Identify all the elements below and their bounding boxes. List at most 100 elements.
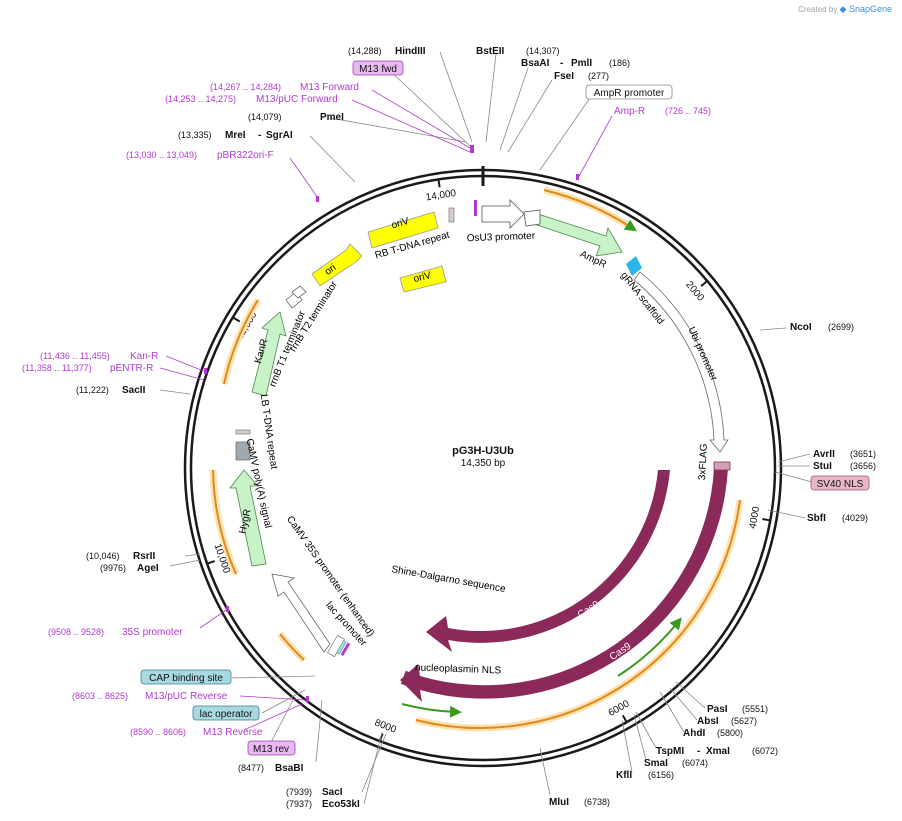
m13-rev-box[interactable]: [247, 740, 296, 756]
leader-eco53ki: [363, 731, 383, 805]
primer-amp-r[interactable]: Amp-R: [614, 106, 645, 117]
leader-pasi: [675, 681, 706, 709]
m13-fwd-box[interactable]: [352, 60, 404, 76]
enzyme-bsabi[interactable]: BsaBI: [275, 763, 304, 774]
enzyme-tspmi[interactable]: TspMI: [656, 746, 684, 757]
feature-camv35s-promoter: CaMV 35S promoter (enhanced): [284, 514, 376, 639]
enzyme-pos-sbfi: (4029): [842, 513, 868, 523]
created-by-text: Created by: [798, 5, 838, 14]
enzyme-bsaai[interactable]: BsaAI: [521, 58, 550, 69]
enzyme-separator-2: -: [258, 130, 261, 141]
enzyme-pos-fsei: (277): [588, 71, 609, 81]
primer-kan-r[interactable]: Kan-R: [130, 351, 158, 362]
feature-ori: ori: [323, 262, 338, 277]
enzyme-sbfi[interactable]: SbfI: [807, 513, 826, 524]
primer-m13-forward[interactable]: M13 Forward: [300, 82, 359, 93]
primer-35s[interactable]: 35S promoter: [122, 627, 183, 638]
primer-mark-kan: [204, 368, 207, 374]
enzyme-pmli[interactable]: PmlI: [571, 58, 592, 69]
enzyme-bsteii[interactable]: BstEII: [476, 46, 505, 57]
enzyme-absi[interactable]: AbsI: [697, 716, 719, 727]
enzyme-pos-bsabi: (8477): [238, 763, 264, 773]
primer-mark-ampr: [576, 174, 579, 180]
enzyme-pos-mlui: (6738): [584, 797, 610, 807]
rrnb-t1-block: [291, 285, 307, 299]
feature-oriv-inner: oriV: [412, 270, 432, 285]
enzyme-separator-3: -: [697, 746, 700, 757]
backbone-tick-0: [700, 280, 708, 287]
cap-site-block: [336, 640, 347, 655]
enzyme-pos-agei: (9976): [100, 563, 126, 573]
enzyme-mlui[interactable]: MluI: [549, 797, 569, 808]
enzyme-saci[interactable]: SacI: [322, 787, 343, 798]
backbone-tick-6: [437, 179, 441, 188]
leader-pbr322ori: [289, 157, 319, 199]
enzyme-stui[interactable]: StuI: [813, 461, 832, 472]
enzyme-ahdi[interactable]: AhdI: [683, 728, 705, 739]
enzyme-pos-ahdi: (5800): [717, 728, 743, 738]
lac-operator-box[interactable]: [192, 705, 260, 721]
primer-m13-puc-reverse[interactable]: M13/pUC Reverse: [145, 691, 228, 702]
nucleoplasmin-nls-block: [400, 670, 416, 688]
enzyme-hindiii[interactable]: HindIII: [395, 46, 426, 57]
leader-bsteii: [485, 53, 497, 143]
enzyme-smai[interactable]: SmaI: [644, 758, 668, 769]
enzyme-pos-sacii: (11,222): [76, 385, 109, 395]
cas9-inner-arrow: [426, 470, 670, 652]
enzyme-rsrii[interactable]: RsrII: [133, 551, 155, 562]
primer-leader-lines: [159, 89, 613, 731]
leader-tspmi: [635, 711, 657, 749]
enzyme-pos-stui: (3656): [850, 461, 876, 471]
leader-ampr-promoter: [539, 97, 591, 171]
primer-m13-puc-forward[interactable]: M13/pUC Forward: [256, 94, 338, 105]
camv-polya-block: [235, 441, 251, 461]
enzyme-ncoi[interactable]: NcoI: [790, 322, 812, 333]
primer-m13-reverse[interactable]: M13 Reverse: [203, 727, 263, 738]
leader-pentr-r: [159, 367, 205, 381]
leader-absi: [669, 687, 698, 721]
enzyme-fsei[interactable]: FseI: [554, 71, 574, 82]
enzyme-pos-ncoi: (2699): [828, 322, 854, 332]
enzyme-mrei[interactable]: MreI: [225, 130, 246, 141]
sv40-nls-box[interactable]: [810, 475, 870, 491]
leader-bsaai: [499, 67, 529, 151]
feature-nucleoplasmin-nls: nucleoplasmin NLS: [415, 663, 502, 677]
enzyme-eco53ki[interactable]: Eco53kI: [322, 799, 360, 810]
enzyme-pos-bsteii: (14,307): [526, 46, 560, 56]
enzyme-agei[interactable]: AgeI: [137, 563, 159, 574]
enzyme-pasi[interactable]: PasI: [707, 704, 728, 715]
leader-sv40: [774, 471, 813, 483]
primer-pentr-r[interactable]: pENTR-R: [110, 363, 153, 374]
leader-pmei: [329, 117, 467, 143]
enzyme-kfli[interactable]: KflI: [616, 770, 632, 781]
backbone-tick-2: [621, 714, 628, 723]
enzyme-xmai[interactable]: XmaI: [706, 746, 730, 757]
leader-kfli: [621, 719, 633, 773]
leader-m13fwd: [387, 68, 471, 147]
snapgene-name: SnapGene: [848, 4, 892, 14]
cap-binding-site-box[interactable]: [140, 669, 232, 685]
lac-operator-block: [340, 642, 351, 657]
primer-pos-35s: (9508 .. 9528): [48, 627, 104, 637]
backbone-tick-1: [762, 518, 771, 522]
orf-arcs: [209, 186, 744, 732]
leader-lac-operator: [261, 689, 306, 714]
enzyme-sacii[interactable]: SacII: [122, 385, 146, 396]
primer-pbr322ori[interactable]: pBR322ori-F: [217, 150, 274, 161]
plasmid-length: 14,350 bp: [461, 458, 506, 469]
backbone-tick-label-2: 6000: [607, 698, 632, 719]
primer-pos-m13-forward: (14,267 .. 14,284): [210, 82, 281, 92]
enzyme-sgrai[interactable]: SgrAI: [266, 130, 293, 141]
ampr-promoter-box[interactable]: [585, 84, 673, 100]
enzyme-pmei[interactable]: PmeI: [320, 112, 344, 123]
orf-arc-4: [212, 469, 237, 575]
ampr-arrow: [533, 213, 623, 257]
enzyme-avrii[interactable]: AvrII: [813, 449, 835, 460]
camv35s-arrow: [271, 573, 331, 653]
green-arc-1: [617, 617, 682, 677]
leader-ahdi: [659, 691, 685, 733]
orf-arc-2: [415, 499, 741, 729]
leader-avrii: [777, 453, 811, 463]
backbone-tick-label-6: 14,000: [425, 188, 457, 204]
